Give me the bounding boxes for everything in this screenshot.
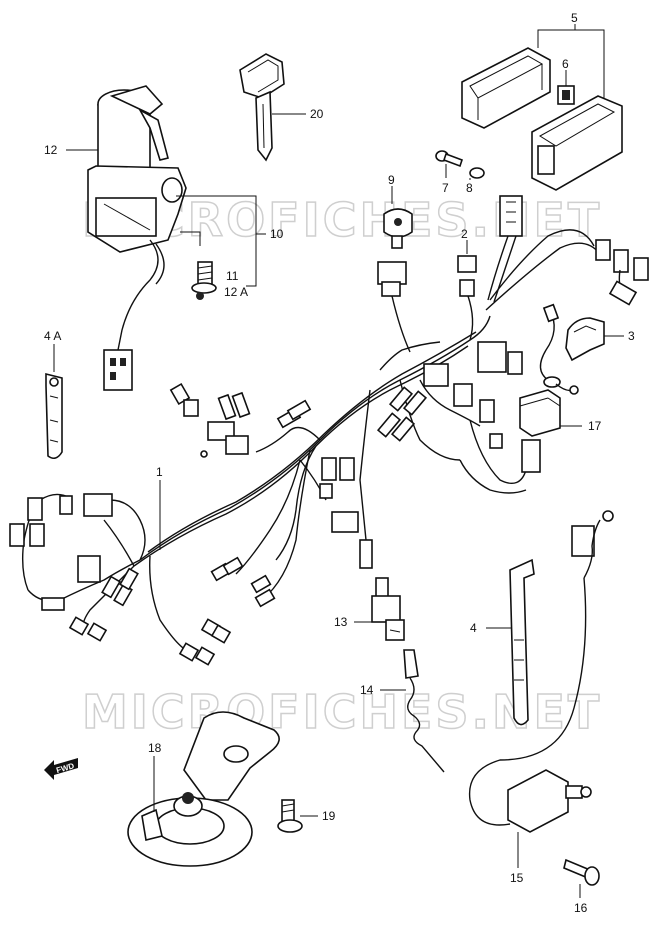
callout-19: 19 xyxy=(322,809,336,823)
sensor-15 xyxy=(468,510,614,833)
clamp-4a xyxy=(45,372,63,460)
washer-8 xyxy=(469,167,485,179)
callout-8: 8 xyxy=(466,181,473,195)
callout-14: 14 xyxy=(360,683,374,697)
spring-14 xyxy=(403,649,445,773)
rubber-boot-3 xyxy=(565,317,605,362)
callout-11: 11 xyxy=(226,269,239,283)
right-connectors xyxy=(595,239,649,306)
ignition-switch xyxy=(87,85,187,391)
callout-18: 18 xyxy=(148,741,162,755)
main-wiring-harness xyxy=(21,315,527,651)
fwd-label: FWD xyxy=(55,761,75,775)
key-part xyxy=(239,53,285,162)
callout-15: 15 xyxy=(510,871,524,885)
callout-2: 2 xyxy=(461,227,468,241)
fwd-arrow-icon: FWD xyxy=(44,758,78,780)
harness-connectors-center xyxy=(169,341,541,569)
bolt-19 xyxy=(277,799,303,833)
multi-pin-connector xyxy=(487,195,523,303)
callout-4a: 4 A xyxy=(44,329,61,343)
callout-12: 12 xyxy=(44,143,58,157)
screw-11 xyxy=(191,261,217,300)
callout-4: 4 xyxy=(470,621,477,635)
callout-20: 20 xyxy=(310,107,324,121)
clamp-band-4 xyxy=(509,558,535,726)
callout-9: 9 xyxy=(388,173,395,187)
horn-18 xyxy=(127,711,280,867)
callout-3: 3 xyxy=(628,329,635,343)
harness-connectors-left xyxy=(9,493,276,666)
relay-17 xyxy=(519,389,561,437)
callout-17: 17 xyxy=(588,419,602,433)
relay-box-assembly xyxy=(461,47,623,191)
grommet-9 xyxy=(377,208,413,353)
callout-7: 7 xyxy=(442,181,449,195)
switch-13 xyxy=(371,577,405,641)
callout-1: 1 xyxy=(156,465,163,479)
relay-2 xyxy=(457,255,477,273)
callout-12a: 12 A xyxy=(224,285,248,299)
callout-6: 6 xyxy=(562,57,569,71)
callout-5: 5 xyxy=(571,11,578,25)
callout-16: 16 xyxy=(574,901,588,915)
callout-10: 10 xyxy=(270,227,284,241)
callout-13: 13 xyxy=(334,615,348,629)
screw-7 xyxy=(435,150,464,168)
screw-16 xyxy=(563,858,600,886)
